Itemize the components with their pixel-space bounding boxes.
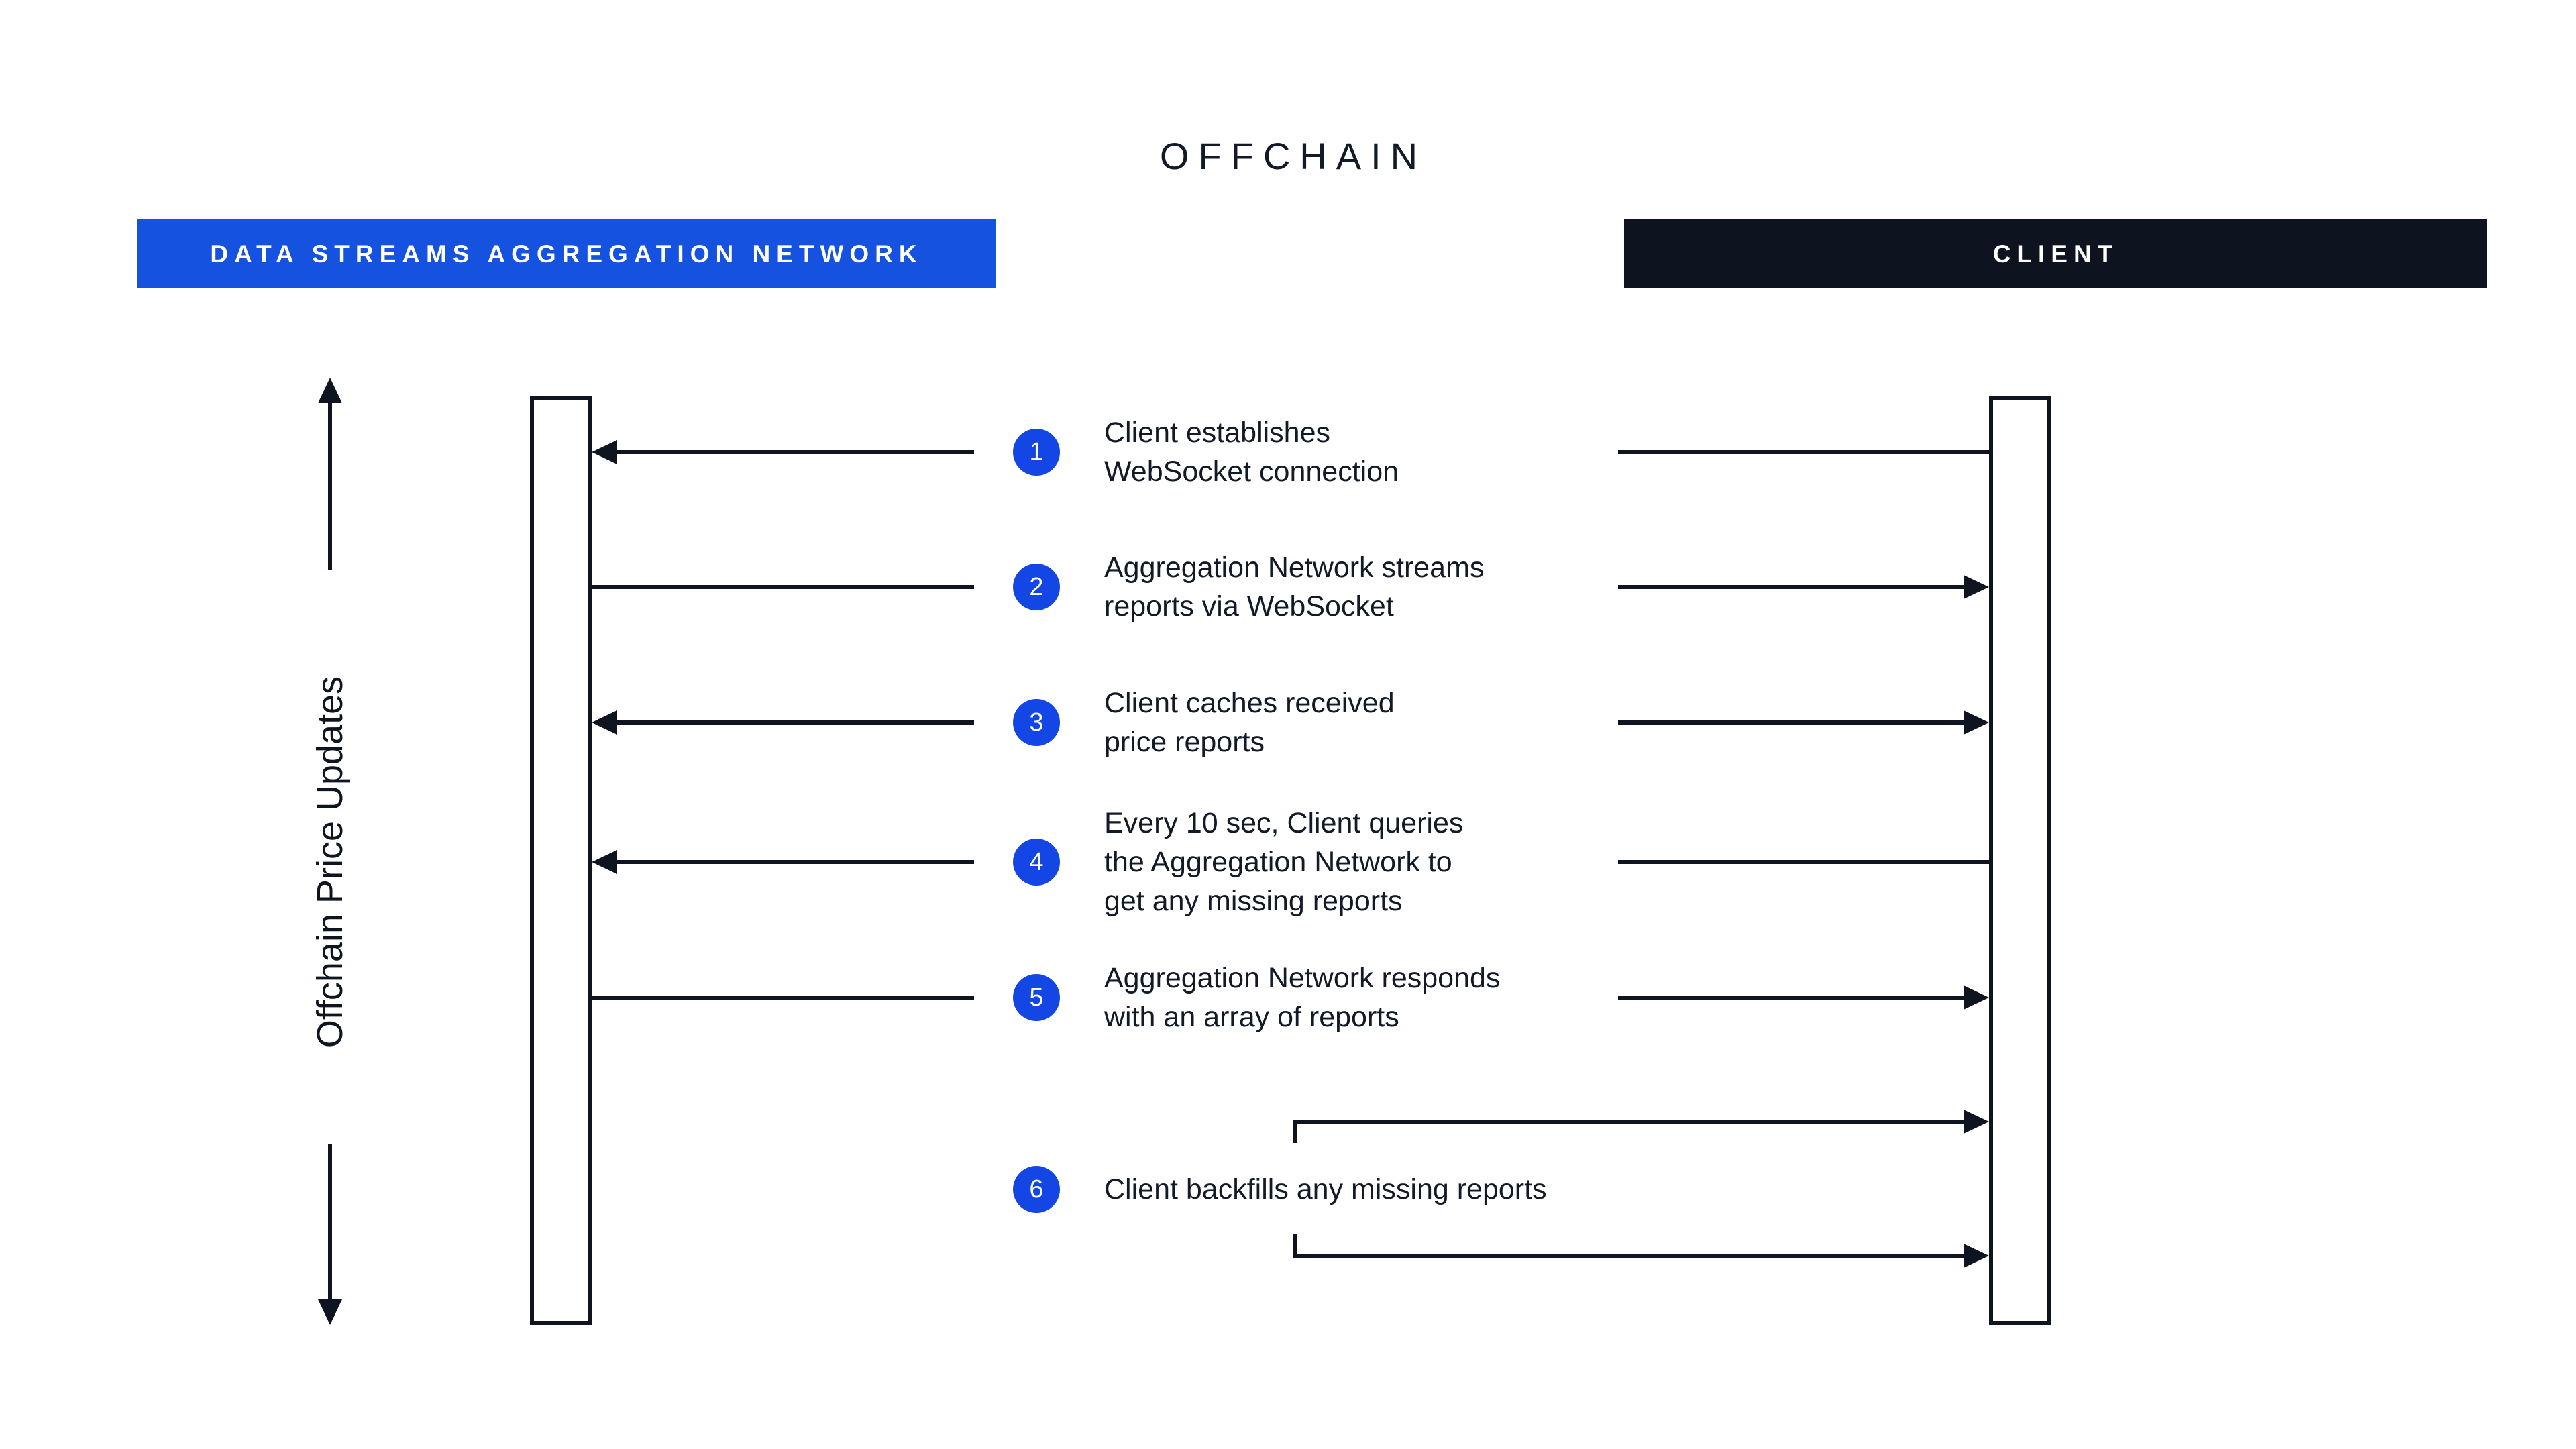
step-3-left-arrowhead-icon bbox=[592, 710, 617, 735]
step-badge-4: 4 bbox=[1013, 839, 1060, 885]
axis-label: Offchain Price Updates bbox=[310, 676, 350, 1049]
axis-up-arrowhead-icon bbox=[318, 378, 342, 403]
step-6-bottom-arrowhead-icon bbox=[1964, 1244, 1989, 1268]
step-3-right-arrowhead-icon bbox=[1964, 710, 1989, 735]
step-1-left-arrowhead-icon bbox=[592, 440, 617, 464]
step-number: 5 bbox=[1029, 983, 1044, 1012]
step-6-top-bracket bbox=[1293, 1120, 1965, 1143]
step-text-line: reports via WebSocket bbox=[1104, 590, 1394, 623]
step-text-line: Client backfills any missing reports bbox=[1104, 1173, 1547, 1205]
step-text-4: Every 10 sec, Client queries the Aggrega… bbox=[1104, 804, 1463, 920]
step-text-line: get any missing reports bbox=[1104, 885, 1403, 917]
aggregation-network-lifeline bbox=[530, 396, 592, 1325]
step-badge-2: 2 bbox=[1013, 564, 1060, 610]
offchain-price-updates-axis bbox=[318, 378, 342, 1325]
step-number: 4 bbox=[1029, 847, 1044, 876]
step-1-arrows bbox=[592, 440, 1989, 464]
step-text-line: price reports bbox=[1104, 726, 1265, 758]
step-3-arrows bbox=[592, 710, 1989, 735]
step-4-arrows bbox=[592, 850, 1989, 874]
step-text-3: Client caches received price reports bbox=[1104, 684, 1395, 761]
step-text-1: Client establishes WebSocket connection bbox=[1104, 413, 1399, 491]
step-2-arrows bbox=[592, 575, 1989, 599]
step-badge-1: 1 bbox=[1013, 429, 1060, 476]
step-number: 1 bbox=[1029, 437, 1044, 466]
step-text-line: Client establishes bbox=[1104, 417, 1331, 449]
step-text-line: the Aggregation Network to bbox=[1104, 846, 1452, 878]
step-text-line: WebSocket connection bbox=[1104, 455, 1399, 488]
step-6-bottom-bracket bbox=[1293, 1234, 1965, 1258]
step-text-line: Aggregation Network responds bbox=[1104, 962, 1501, 994]
step-badge-3: 3 bbox=[1013, 699, 1060, 746]
step-6-top-arrowhead-icon bbox=[1964, 1110, 1989, 1134]
actor-client-bar: CLIENT bbox=[1624, 219, 2487, 288]
step-5-right-arrowhead-icon bbox=[1964, 985, 1989, 1010]
step-badge-6: 6 bbox=[1013, 1166, 1060, 1213]
step-text-line: Client caches received bbox=[1104, 687, 1395, 719]
step-5-arrows bbox=[592, 985, 1989, 1010]
client-lifeline bbox=[1989, 396, 2051, 1325]
page-title: OFFCHAIN bbox=[1159, 135, 1428, 177]
step-text-line: Every 10 sec, Client queries bbox=[1104, 807, 1464, 839]
step-2-right-arrowhead-icon bbox=[1964, 575, 1989, 599]
step-number: 3 bbox=[1029, 708, 1044, 737]
step-6-arrows bbox=[1293, 1110, 1989, 1268]
step-4-left-arrowhead-icon bbox=[592, 850, 617, 874]
step-number: 6 bbox=[1029, 1175, 1044, 1203]
step-text-6: Client backfills any missing reports bbox=[1104, 1170, 1547, 1209]
actor-aggregation-network-bar: DATA STREAMS AGGREGATION NETWORK bbox=[137, 219, 996, 288]
step-number: 2 bbox=[1029, 572, 1044, 601]
axis-down-arrowhead-icon bbox=[318, 1299, 342, 1325]
step-text-line: Aggregation Network streams bbox=[1104, 551, 1485, 584]
step-text-2: Aggregation Network streams reports via … bbox=[1104, 548, 1484, 626]
step-text-5: Aggregation Network responds with an arr… bbox=[1104, 959, 1500, 1036]
step-badge-5: 5 bbox=[1013, 974, 1060, 1021]
step-text-line: with an array of reports bbox=[1104, 1001, 1399, 1033]
